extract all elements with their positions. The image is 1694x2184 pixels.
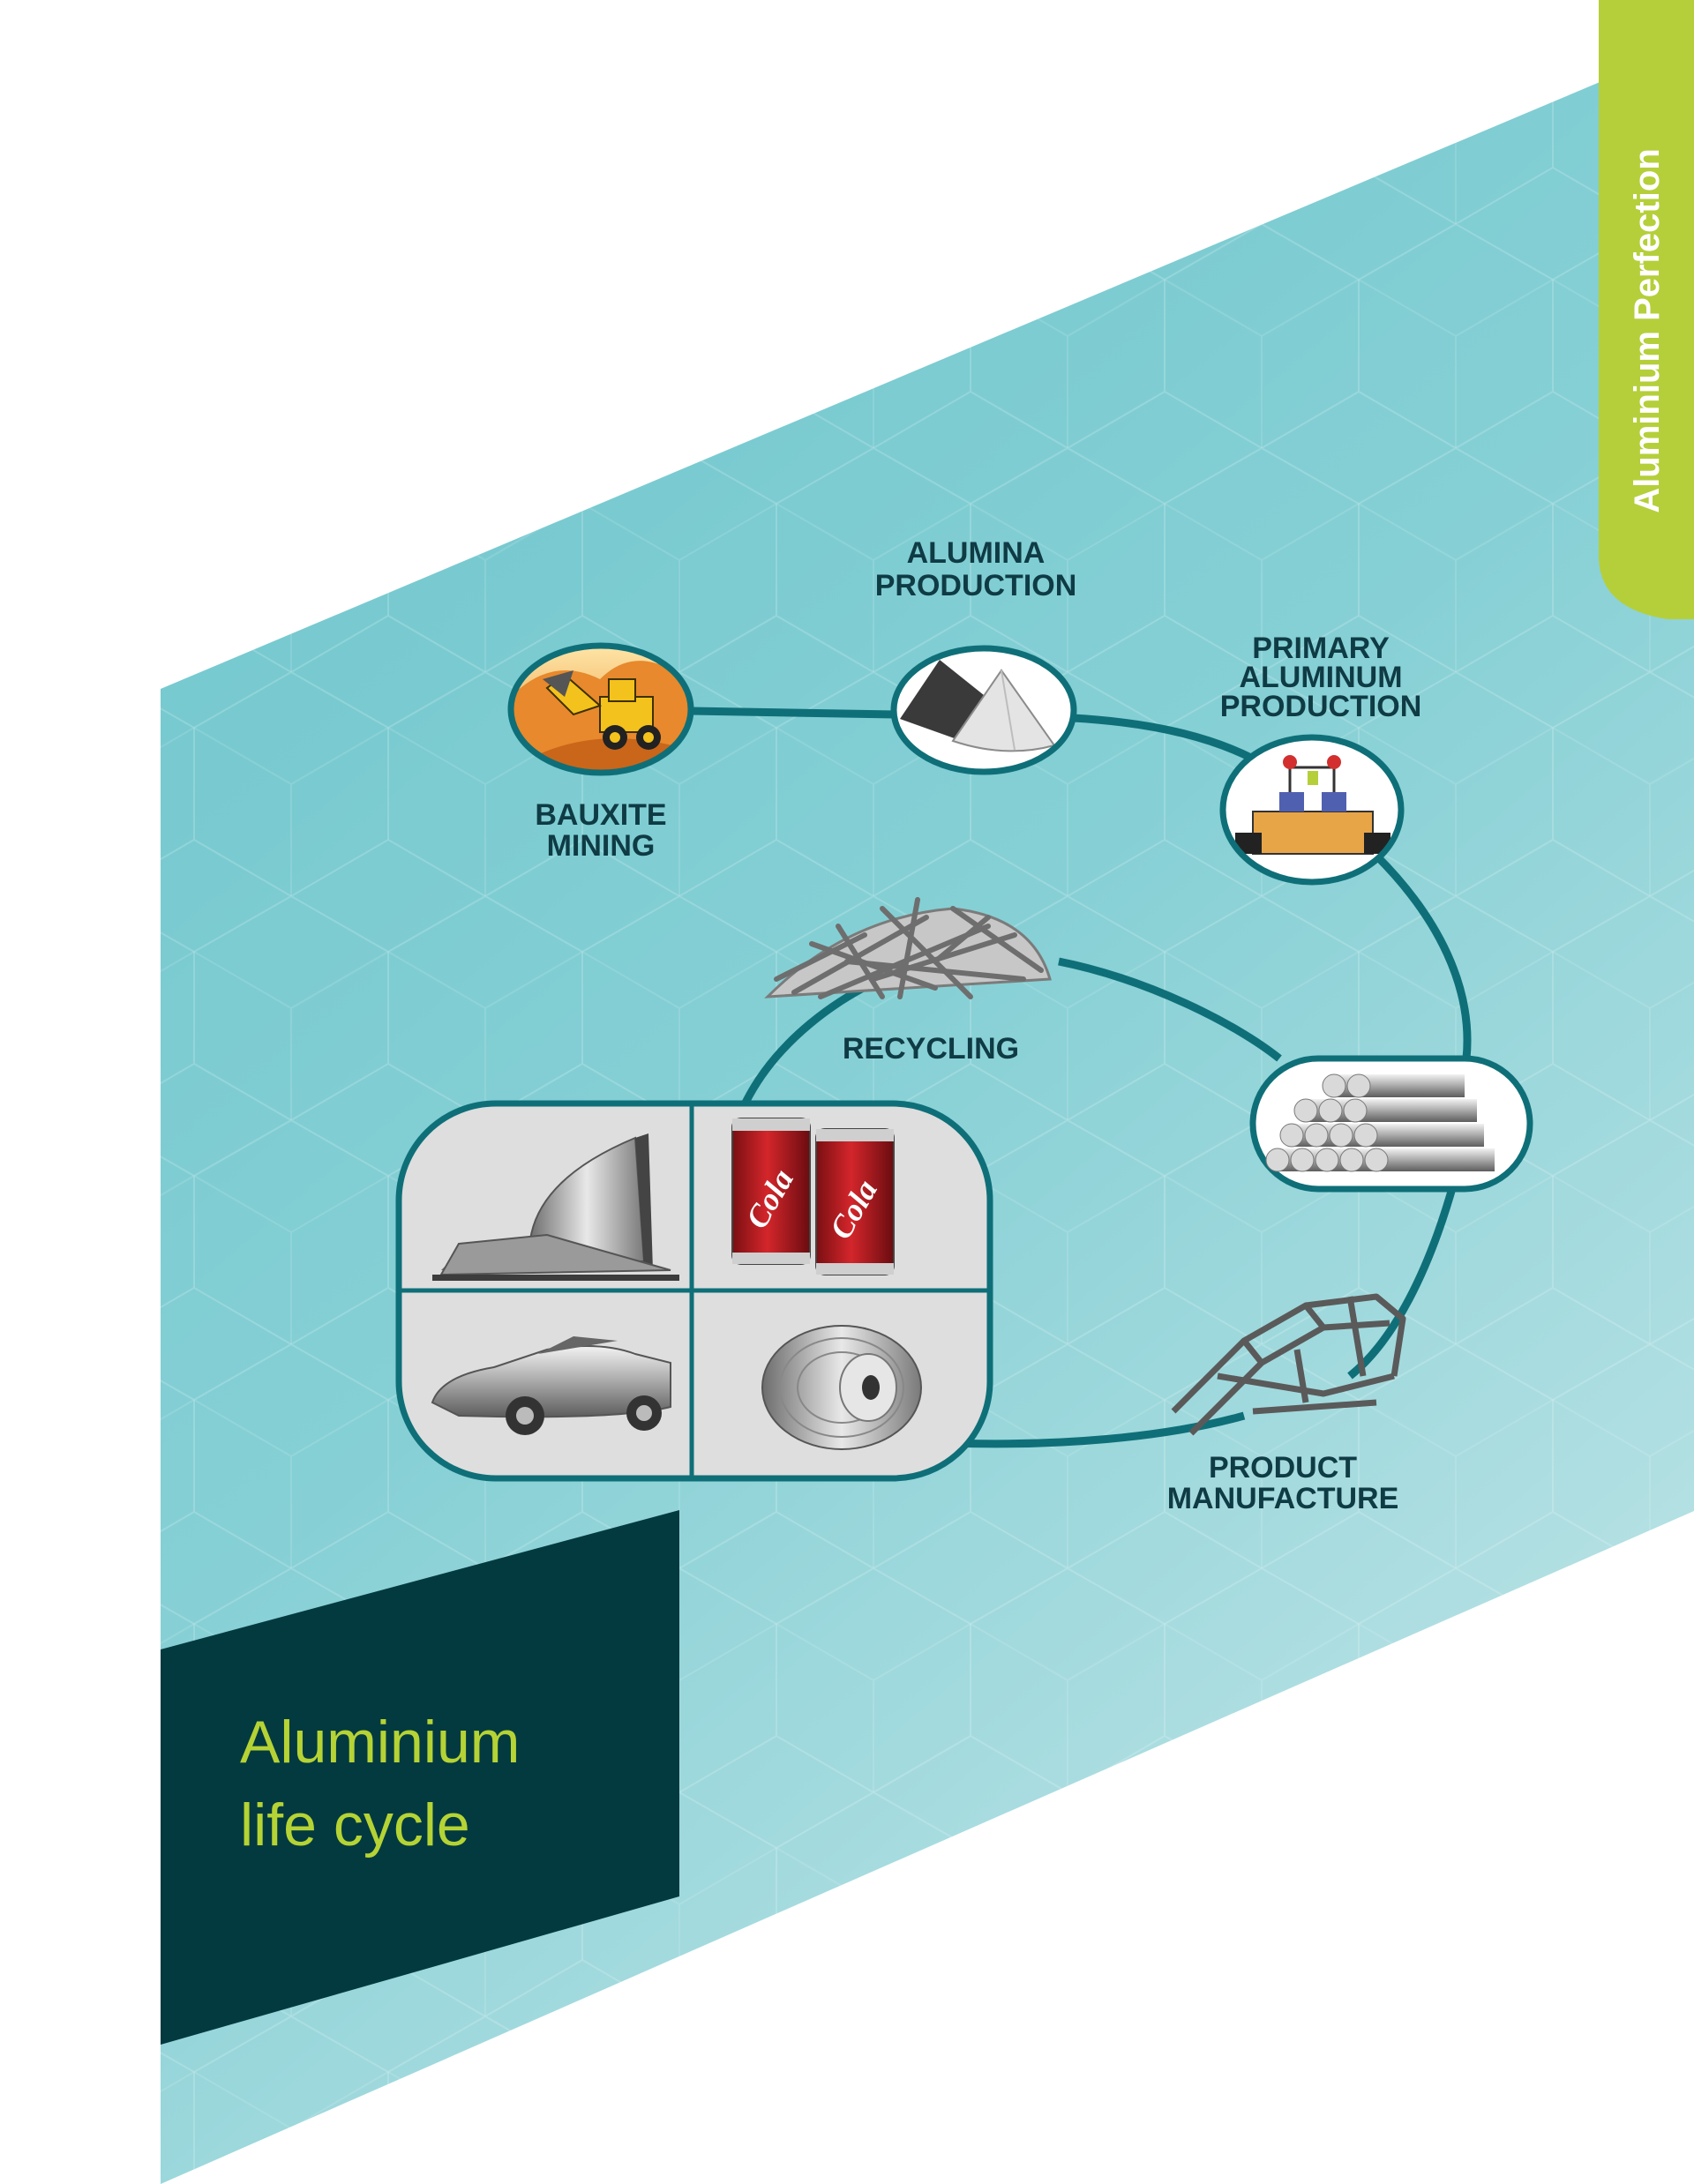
primary-production-node: PRIMARY ALUMINUM PRODUCTION (1219, 632, 1422, 886)
building-icon (432, 1133, 679, 1281)
bauxite-label-2: MINING (547, 829, 656, 863)
cola-cans-icon: Cola Cola (731, 1118, 895, 1275)
bauxite-label-1: BAUXITE (535, 798, 666, 832)
side-tab-label: Aluminium Perfection (1628, 148, 1667, 512)
title-box: Aluminium life cycle (161, 1510, 679, 2045)
primary-label-2: ALUMINUM (1239, 661, 1402, 694)
recycling-node: RECYCLING (764, 897, 1052, 1066)
title-line-2: life cycle (240, 1791, 470, 1859)
alumina-production-node: ALUMINA PRODUCTION (875, 536, 1077, 775)
primary-label-3: PRODUCTION (1220, 690, 1422, 723)
recycling-label: RECYCLING (843, 1032, 1019, 1066)
wheel-loader-icon (511, 646, 691, 773)
cycle-connectors (690, 707, 1472, 1448)
ingot-stack-icon (1265, 1073, 1495, 1172)
car-frame-icon (1171, 1293, 1406, 1436)
product-manufacture-node: PRODUCT MANUFACTURE (1167, 1293, 1406, 1515)
manufacture-label-1: PRODUCT (1209, 1451, 1357, 1485)
title-line-1: Aluminium (240, 1709, 520, 1776)
smelter-cell-icon (1235, 755, 1390, 855)
wire-coil-icon (761, 1325, 922, 1450)
primary-label-1: PRIMARY (1252, 632, 1390, 665)
products-grid: Cola Cola (395, 1100, 993, 1482)
alumina-label-2: PRODUCTION (875, 569, 1077, 602)
side-tab: Aluminium Perfection (1599, 0, 1694, 619)
bauxite-mining-node: BAUXITE MINING (507, 642, 694, 863)
car-icon (431, 1336, 671, 1435)
manufacture-label-2: MANUFACTURE (1167, 1482, 1399, 1515)
alumina-label-1: ALUMINA (907, 536, 1046, 570)
scrap-pile-icon (764, 897, 1052, 999)
ingots-node (1249, 1055, 1533, 1193)
